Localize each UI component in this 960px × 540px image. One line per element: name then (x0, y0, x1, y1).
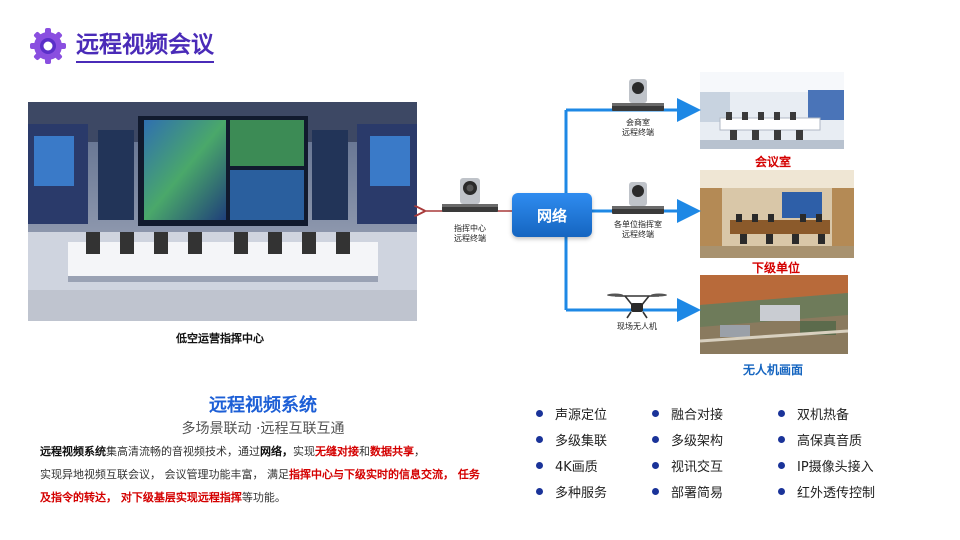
feature-item: 多级集联 (536, 430, 607, 449)
bullet-dot-icon (536, 488, 543, 495)
bullet-dot-icon (778, 462, 785, 469)
command-center-photo (28, 102, 417, 321)
description-line-2: 实现异地视频互联会议， 会议管理功能丰富， 满足指挥中心与下级实时的信息交流， … (40, 468, 480, 504)
subordinate-unit-caption: 下级单位 (752, 261, 801, 275)
bullet-dot-icon (652, 488, 659, 495)
network-hub-label: 网络 (536, 206, 567, 225)
drone-label: 现场无人机 (617, 322, 657, 331)
bullet-dot-icon (536, 462, 543, 469)
drone-icon (605, 290, 669, 320)
command-center-caption: 低空运营指挥中心 (176, 332, 264, 345)
feature-item: IP摄像头接入 (778, 456, 874, 475)
meeting-room-photo (700, 72, 844, 149)
ptz-camera-icon (440, 170, 500, 220)
subordinate-unit-photo (700, 170, 854, 258)
command-terminal-label: 指挥中心 远程终端 (454, 224, 486, 243)
feature-item: 双机热备 (778, 404, 849, 423)
bullet-dot-icon (778, 410, 785, 417)
drone-view-caption: 无人机画面 (743, 363, 804, 377)
bullet-dot-icon (536, 436, 543, 443)
ptz-camera-icon (608, 75, 668, 115)
feature-item: 多种服务 (536, 482, 607, 501)
system-description: 远程视频系统集高清流畅的音视频技术，通过网络，实现无缝对接和数据共享， 实现异地… (40, 440, 480, 509)
bullet-dot-icon (778, 488, 785, 495)
feature-item: 4K画质 (536, 456, 598, 475)
unit-terminal-label: 各单位指挥室 远程终端 (614, 220, 662, 239)
bullet-dot-icon (652, 462, 659, 469)
feature-item: 部署简易 (652, 482, 723, 501)
consult-terminal-label: 会商室 远程终端 (622, 118, 654, 137)
bullet-dot-icon (652, 436, 659, 443)
feature-item: 视讯交互 (652, 456, 723, 475)
bullet-dot-icon (536, 410, 543, 417)
bullet-dot-icon (652, 410, 659, 417)
feature-item: 红外透传控制 (778, 482, 875, 501)
page-title: 远程视频会议 (76, 30, 214, 63)
system-subtitle: 多场景联动 ·远程互联互通 (181, 421, 345, 437)
ptz-camera-icon (608, 178, 668, 218)
system-title: 远程视频系统 (209, 395, 317, 416)
meeting-room-caption: 会议室 (755, 155, 792, 169)
feature-item: 多级架构 (652, 430, 723, 449)
gear-logo-icon (28, 26, 68, 66)
feature-item: 高保真音质 (778, 430, 862, 449)
drone-view-photo (700, 275, 848, 354)
feature-item: 融合对接 (652, 404, 723, 423)
network-hub: 网络 (512, 193, 592, 237)
bullet-dot-icon (778, 436, 785, 443)
description-line-1: 远程视频系统集高清流畅的音视频技术，通过网络，实现无缝对接和数据共享， (40, 445, 425, 458)
feature-item: 声源定位 (536, 404, 607, 423)
